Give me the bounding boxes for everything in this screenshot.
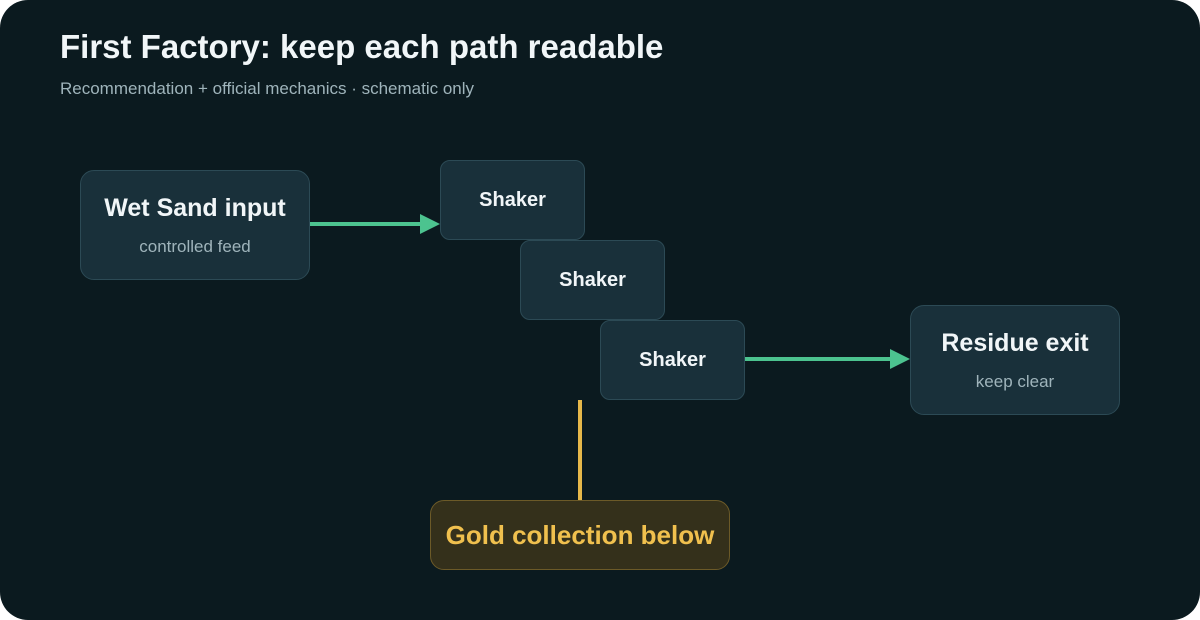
residue-exit-node: Residue exit keep clear <box>910 305 1120 415</box>
page-title: First Factory: keep each path readable <box>60 28 664 65</box>
input-to-shaker-arrow <box>310 214 440 234</box>
residue-exit-note: keep clear <box>975 371 1055 391</box>
shaker-node-3: Shaker <box>600 320 745 400</box>
shaker-node-2: Shaker <box>520 240 665 320</box>
shaker-label: Shaker <box>479 188 546 211</box>
shaker-to-residue-arrow <box>745 349 910 369</box>
page-subtitle: Recommendation + official mechanics · sc… <box>60 79 475 98</box>
shaker-label: Shaker <box>559 268 626 291</box>
gold-collection-node: Gold collection below <box>430 500 730 570</box>
wet-sand-input-note: controlled feed <box>139 236 251 256</box>
wet-sand-input-node: Wet Sand input controlled feed <box>80 170 310 280</box>
gold-collection-label: Gold collection below <box>445 519 715 550</box>
wet-sand-input-label: Wet Sand input <box>104 193 286 222</box>
shaker-node-1: Shaker <box>440 160 585 240</box>
residue-exit-label: Residue exit <box>941 328 1089 357</box>
shaker-label: Shaker <box>639 348 706 371</box>
